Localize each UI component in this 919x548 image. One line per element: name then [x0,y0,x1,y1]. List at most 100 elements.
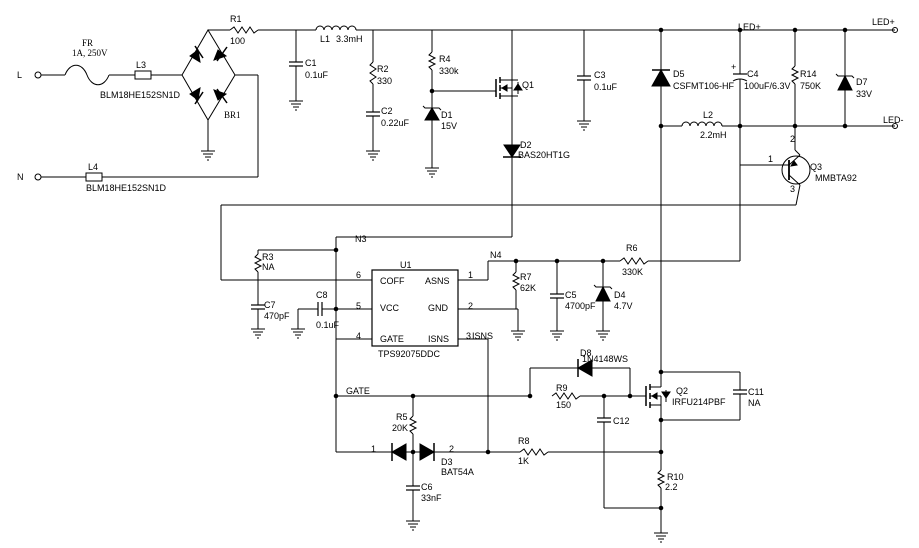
r1-value: 100 [230,36,245,46]
c12-ref: C12 [613,416,630,426]
fuse-fr [64,64,110,86]
capacitor-c3 [576,75,592,81]
c11-value: NA [748,398,761,408]
ferrite-l4 [85,172,103,182]
resistor-r2 [369,61,377,85]
l2-ref: L2 [703,110,713,120]
c6-ref: C6 [421,482,433,492]
resistor-r7 [511,271,521,291]
ground-d1 [424,161,440,178]
l2-value: 2.2mH [700,130,727,140]
ground-br1 [200,144,216,161]
d4-ref: D4 [614,290,626,300]
pin-gnd-name: GND [428,303,449,313]
resistor-r5 [408,415,418,435]
zener-d1 [424,107,440,121]
resistor-r3 [253,253,263,273]
c3-ref: C3 [594,70,606,80]
net-isns-label: ISNS [472,331,493,341]
pin-gate-name: GATE [380,334,404,344]
d7-value: 33V [856,89,872,99]
d3-pin2: 2 [449,444,454,454]
resistor-r10 [656,469,666,489]
r8-ref: R8 [518,436,530,446]
diode-d3b [419,443,436,461]
r2-value: 330 [377,76,392,86]
r4-value: 330k [439,66,459,76]
c1-value: 0.1uF [305,70,329,80]
c5-ref: C5 [565,290,577,300]
r14-value: 750K [800,81,821,91]
c11-ref: C11 [748,387,764,397]
controller-u1: U1 TPS92075DDC COFF VCC GATE ASNS GND IS… [335,234,526,359]
input-filter: C1 0.1uF L1 3.3mH R2 330 C2 0.22uF [288,25,740,161]
coff-network: R3 NA C7 470pF C8 0.1uF [250,247,340,339]
net-n4-label: N4 [490,250,502,260]
mosfet-q1 [495,77,523,99]
r9-ref: R9 [556,383,568,393]
d3-ref: D3 [441,457,453,467]
zener-d7 [837,74,853,91]
r7-ref: R7 [520,272,532,282]
l1-value: 3.3mH [336,34,363,44]
ground-c2 [365,144,381,161]
bridge-rectifier-br1 [181,29,236,121]
gate-drive: GATE R5 20K 1 2 D3 BAT54A C6 33nF [333,339,764,543]
c4-polarity: + [731,62,736,72]
pin-gate-num: 4 [356,331,361,341]
r5-value: 20K [392,423,408,433]
pin-vcc-num: 5 [356,301,361,311]
terminal-n [34,173,42,181]
startup-circuit: R4 330k D1 15V Q1 [336,30,618,238]
fuse-value: 1A, 250V [72,48,108,58]
c6-value: 33nF [421,493,442,503]
c3-value: 0.1uF [594,82,618,92]
q3-value: MMBTA92 [815,173,857,183]
l4-ref: L4 [88,162,98,172]
pin-isns-num: 3 [466,331,471,341]
q1-ref: Q1 [522,80,534,90]
d1-ref: D1 [441,110,453,120]
u1-part: TPS92075DDC [378,349,441,359]
q2-ref: Q2 [676,386,688,396]
l3-value: BLM18HE152SN1D [100,90,181,100]
resistor-r4 [427,51,437,71]
ground-c6 [405,514,421,531]
led-minus-label: LED- [883,115,904,125]
pin-gnd-num: 2 [468,301,473,311]
resistor-r9 [551,392,581,400]
u1-ref: U1 [400,260,412,270]
r2-ref: R2 [377,64,389,74]
terminal-led-plus [892,27,898,33]
d8-value: 1N4148WS [582,354,628,364]
pin-coff-num: 6 [356,270,361,280]
transistor-q3 [781,154,811,186]
r4-ref: R4 [439,54,451,64]
q3-pin2: 2 [790,134,795,144]
ground-c5 [549,324,565,341]
inductor-l1 [315,25,357,31]
capacitor-c12 [596,417,612,423]
c2-value: 0.22uF [381,118,410,128]
c7-ref: C7 [264,300,276,310]
pin-coff-name: COFF [380,276,405,286]
pin-vcc-name: VCC [380,303,400,313]
d2-ref: D2 [520,140,532,150]
q3-ref: Q3 [810,162,822,172]
d7-ref: D7 [856,77,868,87]
l3-ref: L3 [136,60,146,70]
l4-value: BLM18HE152SN1D [86,183,167,193]
r14-ref: R14 [800,69,817,79]
q3-pin3: 3 [790,184,795,194]
c4-value: 100uF/6.3V [744,81,791,91]
q2-value: IRFU214PBF [672,397,726,407]
d1-value: 15V [441,121,457,131]
d5-value: CSFMT106-HF [673,81,735,91]
resistor-r8 [519,448,549,456]
input-section: L FR 1A, 250V L3 BLM18HE152SN1D N L4 BLM… [17,14,316,193]
r3-ref: R3 [262,252,274,262]
c8-value: 0.1uF [316,320,340,330]
l1-ref: L1 [320,34,330,44]
inductor-l2 [681,121,723,127]
